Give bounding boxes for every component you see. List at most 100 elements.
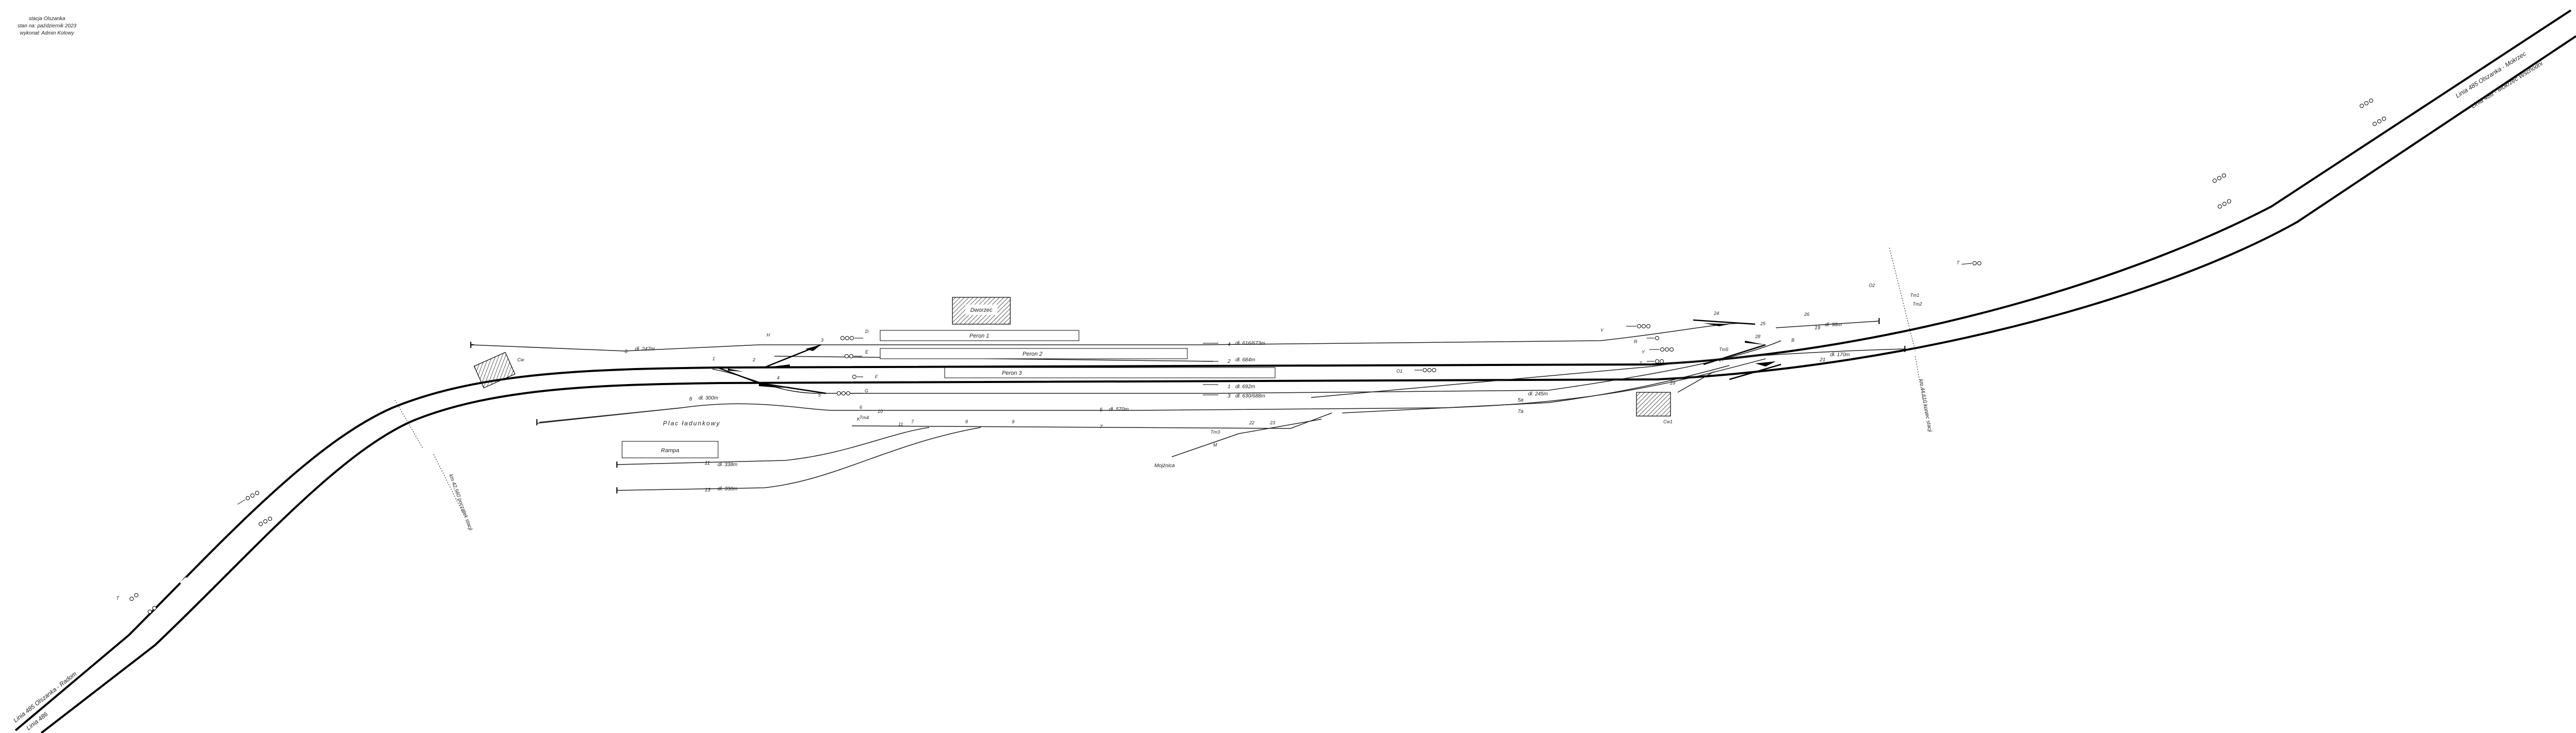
signal-Tm1-label: Tm1 [1910, 293, 1919, 298]
signal-T1-icon [1961, 261, 1981, 265]
signal-E1-icon [845, 354, 862, 358]
station-limits [394, 247, 1926, 517]
signal-D1-icon [840, 336, 863, 340]
switch-29: 29 [1669, 380, 1675, 386]
track-29-branch [1171, 419, 1322, 457]
line-breaks [180, 118, 2343, 585]
yard-label: Plac ładunkowy [663, 420, 720, 427]
switch-25: 25 [1760, 321, 1766, 326]
signals [130, 99, 2386, 614]
track-1-length: dł. 692m [1235, 384, 1255, 390]
structures: Dworzec Peron 1 Peron 2 Peron 3 Rampa Pl… [473, 297, 1671, 469]
signal-Ol-label: O1 [1396, 369, 1403, 374]
signal-G1-label: G [865, 388, 868, 393]
km-right-label: km 44,610 koniec stacji [1918, 379, 1933, 433]
platform-1 [880, 330, 1079, 341]
station-building-label: Dworzec [971, 307, 993, 313]
track-21-number: 21 [1819, 357, 1825, 363]
track-5a [1342, 365, 1730, 413]
switch-23: 23 [1269, 420, 1275, 425]
track-1-number: 1 [1228, 384, 1231, 390]
signal-E1-label: E [865, 349, 869, 355]
switch-6: 6 [860, 405, 862, 410]
signal-Tm-left-icon [1203, 343, 1218, 395]
signal-T1-label: T [1957, 260, 1960, 265]
track-13-length: dł. 330m [718, 486, 737, 492]
signal-Ya-icon [1626, 324, 1650, 328]
track-labels: 6 dł. 247m 4 dł. 616/673m 2 dł. 684m 1 d… [625, 322, 1850, 493]
signal-box-right [1636, 392, 1671, 417]
signal-Yc-label: Y [1642, 349, 1645, 355]
signal-labels: D E F G H O1 Y Y Z T R K M B O2 T Cw Cw1… [116, 260, 1960, 601]
switch-frog-24 [1745, 341, 1766, 345]
signal-T2-label: T [116, 596, 120, 601]
track-13-number: 13 [705, 487, 711, 493]
signal-left-3-icon [130, 593, 138, 601]
track-19 [1775, 321, 1880, 328]
platform-2-label: Peron 2 [1023, 351, 1043, 357]
switch-frog-4 [728, 369, 743, 372]
track-3 [712, 340, 1782, 394]
signal-Zg-label: Z [1639, 361, 1642, 366]
signal-Ya-label: Y [1600, 328, 1604, 333]
signal-M1-label: M [1213, 442, 1217, 448]
signal-right-2-icon [2218, 199, 2231, 209]
switch-2: 2 [752, 357, 755, 362]
track-3-number: 3 [1228, 393, 1231, 399]
platform-3-label: Peron 3 [1002, 370, 1022, 376]
ramp [622, 441, 719, 458]
signal-R1-icon [1647, 336, 1659, 340]
station-tracks [470, 321, 1905, 491]
platform-2 [880, 348, 1188, 359]
junction-label: Mojżnica [1154, 463, 1175, 469]
signal-Zg-icon [1647, 359, 1664, 363]
buffer-stops [470, 318, 1905, 493]
signal-K1-label: K [857, 417, 861, 422]
signal-D1-label: D [865, 329, 869, 334]
km-left-label: km 42,560 początek stacji [448, 473, 473, 532]
track-28-branch [1677, 371, 1714, 393]
track-19-number: 19 [1815, 325, 1821, 331]
signal-Tm3-label: Tm3 [1211, 429, 1220, 435]
track-11-length: dł. 338m [718, 462, 737, 468]
track-6-number: 6 [625, 349, 628, 355]
signal-right-1-icon [2213, 173, 2226, 183]
switch-11: 11 [898, 422, 903, 427]
switch-8: 8 [965, 419, 968, 424]
track-11-number: 11 [705, 460, 710, 466]
switch-24: 24 [1713, 311, 1719, 316]
track-2-length: dł. 684m [1235, 357, 1255, 363]
signal-R1-label: R [1634, 339, 1637, 344]
track-4-length: dł. 616/673m [1235, 341, 1265, 346]
signal-Tm2-label: Tm2 [1913, 301, 1922, 307]
signal-Yc-icon [1649, 347, 1674, 352]
platform-3 [944, 367, 1276, 378]
signal-box-right-label: Cw1 [1663, 419, 1673, 424]
track-2-number: 2 [1227, 359, 1231, 364]
switch-labels: 1 2 3 4 5 6 7 8 9 10 11 22 23 24 25 26 2… [712, 311, 1809, 427]
platform-1-label: Peron 1 [969, 333, 990, 339]
track-5-length: dł. 570m [1109, 407, 1128, 412]
signal-left-4-icon [148, 606, 156, 614]
track-8-length: dł. 300m [698, 395, 718, 401]
track-6 [470, 344, 821, 352]
track-21 [1311, 348, 1905, 398]
track-6-length: dł. 247m [635, 346, 655, 352]
track-7-number: 7 [1100, 424, 1103, 430]
track-3-length: dł. 630/688m [1235, 393, 1265, 399]
main-track-2 [40, 35, 2576, 733]
switch-frog-25 [1755, 361, 1776, 366]
track-7a-number: 7a [1518, 409, 1524, 415]
signal-left-2-icon [259, 517, 272, 526]
track-13 [616, 427, 981, 491]
track-19-length: dł. 98m [1825, 322, 1842, 328]
track-4-number: 4 [1228, 342, 1231, 347]
switch-26: 26 [1804, 312, 1809, 317]
track-7 [851, 412, 1332, 429]
header-line-1: stacja Olszanka [28, 16, 66, 22]
switch-frog-2 [759, 383, 785, 388]
signal-G1-icon [837, 391, 861, 395]
signal-right-4-icon [2373, 117, 2386, 126]
switch-frog-26 [1704, 323, 1729, 326]
